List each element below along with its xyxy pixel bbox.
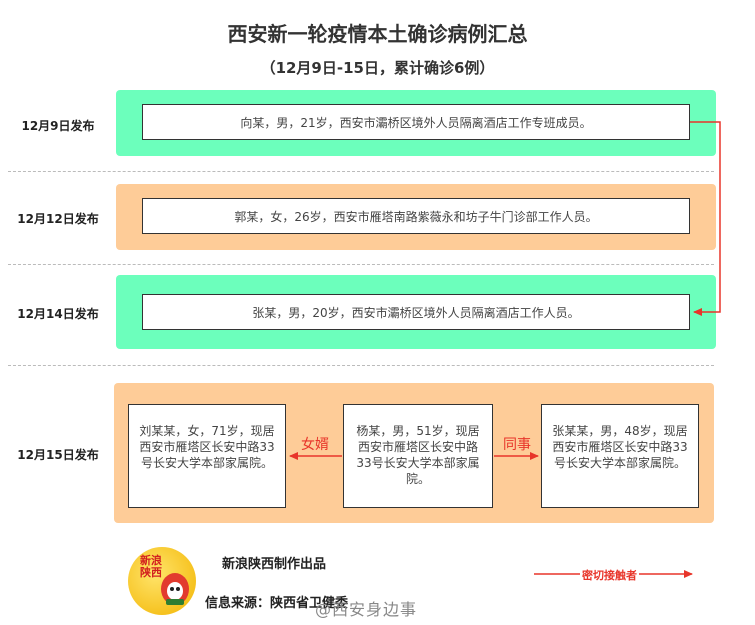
page-title: 西安新一轮疫情本土确诊病例汇总 [227, 22, 528, 46]
case-box-dec15-yang: 杨某，男，51岁，现居西安市雁塔区长安中路33号长安大学本部家属院。 [343, 404, 493, 508]
divider [8, 171, 714, 172]
case-box-dec15-zhang: 张某某，男，48岁，现居西安市雁塔区长安中路33号长安大学本部家属院。 [541, 404, 699, 508]
producer-text: 新浪陕西制作出品 [222, 557, 327, 572]
date-label-dec15: 12月15日发布 [17, 448, 99, 462]
mascot-icon [161, 573, 189, 605]
case-box-dec9: 向某，男，21岁，西安市灞桥区境外人员隔离酒店工作专班成员。 [142, 104, 690, 140]
page-subtitle: （12月9日-15日，累计确诊6例） [260, 59, 495, 77]
date-label-dec9: 12月9日发布 [21, 119, 95, 133]
date-label-dec14: 12月14日发布 [17, 307, 99, 321]
watermark: @西安身边事 [315, 600, 418, 619]
relation-label-colleague: 同事 [503, 437, 531, 453]
divider [8, 264, 714, 265]
contact-arrow-dec9-to-dec14 [690, 121, 721, 316]
logo-text: 新浪陕西 [140, 554, 162, 579]
case-box-dec15-liu: 刘某某，女，71岁，现居西安市雁塔区长安中路33号长安大学本部家属院。 [128, 404, 286, 508]
case-box-dec12: 郭某，女，26岁，西安市雁塔南路紫薇永和坊子牛门诊部工作人员。 [142, 198, 690, 234]
case-box-dec14: 张某，男，20岁，西安市灞桥区境外人员隔离酒店工作人员。 [142, 294, 690, 330]
legend-label: 密切接触者 [580, 567, 639, 583]
divider [8, 365, 714, 366]
source-text: 信息来源：陕西省卫健委 [205, 596, 349, 611]
relation-label-son-in-law: 女婿 [301, 437, 329, 453]
date-label-dec12: 12月12日发布 [17, 212, 99, 226]
sina-shaanxi-logo: 新浪陕西 [128, 547, 196, 615]
